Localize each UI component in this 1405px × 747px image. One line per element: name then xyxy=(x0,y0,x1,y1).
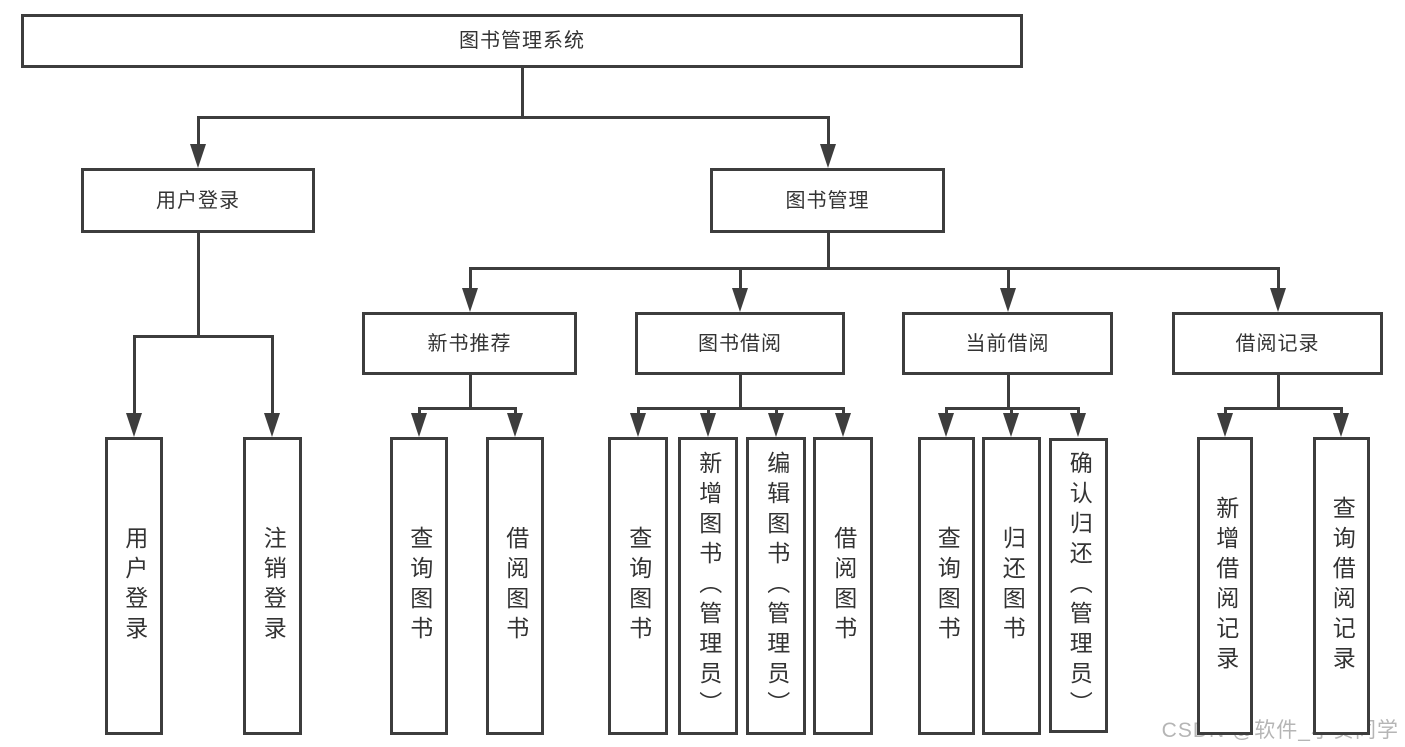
box-root: 图书管理系统 xyxy=(21,14,1023,68)
connector-hline-root-to-level1 xyxy=(196,115,830,119)
arrow-down-icon xyxy=(1000,288,1016,312)
arrow-down-icon xyxy=(126,413,142,437)
arrow-down-icon xyxy=(1070,413,1086,437)
connector-stem-root-to-level1-1 xyxy=(826,117,830,148)
arrow-down-icon xyxy=(1270,288,1286,312)
connector-hline-userlogin-to-leaves xyxy=(132,334,274,338)
connector-stem-currentborrow-to-leaves-2 xyxy=(1076,408,1080,417)
arrow-down-icon xyxy=(938,413,954,437)
arrow-down-icon xyxy=(820,144,836,168)
arrow-down-icon xyxy=(264,413,280,437)
arrow-down-icon xyxy=(768,413,784,437)
box-leaf-borrow-2: 借阅图书 xyxy=(813,437,873,735)
arrow-down-icon xyxy=(1217,413,1233,437)
connector-hline-bookborrow-to-leaves xyxy=(636,406,845,410)
box-leaf-add-book: 新增图书（管理员） xyxy=(678,437,738,735)
box-leaf-borrow-1: 借阅图书 xyxy=(486,437,544,735)
connector-drop-bookmgmt-to-level2 xyxy=(826,233,830,270)
box-current-borrow: 当前借阅 xyxy=(902,312,1113,375)
arrow-down-icon xyxy=(507,413,523,437)
arrow-down-icon xyxy=(732,288,748,312)
arrow-down-icon xyxy=(190,144,206,168)
box-leaf-query-3: 查询图书 xyxy=(918,437,975,735)
connector-drop-userlogin-to-leaves xyxy=(196,233,200,338)
box-leaf-add-rec: 新增借阅记录 xyxy=(1197,437,1253,735)
box-book-mgmt: 图书管理 xyxy=(710,168,945,233)
connector-stem-newbookrec-to-leaves-0 xyxy=(417,408,421,417)
connector-stem-currentborrow-to-leaves-0 xyxy=(944,408,948,417)
connector-stem-bookborrow-to-leaves-3 xyxy=(841,408,845,417)
connector-drop-bookborrow-to-leaves xyxy=(738,375,742,410)
arrow-down-icon xyxy=(630,413,646,437)
connector-hline-bookmgmt-to-level2 xyxy=(468,266,1280,270)
box-leaf-confirm: 确认归还（管理员） xyxy=(1049,438,1108,733)
connector-stem-bookborrow-to-leaves-1 xyxy=(706,408,710,417)
connector-stem-bookborrow-to-leaves-0 xyxy=(636,408,640,417)
box-leaf-query-rec: 查询借阅记录 xyxy=(1313,437,1370,735)
connector-stem-bookmgmt-to-level2-1 xyxy=(738,268,742,292)
connector-stem-borrowrecords-to-leaves-1 xyxy=(1339,408,1343,417)
box-new-book-rec: 新书推荐 xyxy=(362,312,577,375)
box-leaf-user-login: 用户登录 xyxy=(105,437,163,735)
box-leaf-edit-book: 编辑图书（管理员） xyxy=(746,437,806,735)
box-leaf-query-1: 查询图书 xyxy=(390,437,448,735)
connector-stem-bookmgmt-to-level2-2 xyxy=(1006,268,1010,292)
connector-stem-newbookrec-to-leaves-1 xyxy=(513,408,517,417)
box-borrow-records: 借阅记录 xyxy=(1172,312,1383,375)
connector-hline-newbookrec-to-leaves xyxy=(417,406,517,410)
box-user-login: 用户登录 xyxy=(81,168,315,233)
connector-stem-userlogin-to-leaves-0 xyxy=(132,336,136,417)
arrow-down-icon xyxy=(835,413,851,437)
connector-drop-newbookrec-to-leaves xyxy=(468,375,472,410)
connector-stem-root-to-level1-0 xyxy=(196,117,200,148)
arrow-down-icon xyxy=(462,288,478,312)
arrow-down-icon xyxy=(700,413,716,437)
arrow-down-icon xyxy=(411,413,427,437)
connector-stem-borrowrecords-to-leaves-0 xyxy=(1223,408,1227,417)
arrow-down-icon xyxy=(1333,413,1349,437)
connector-drop-currentborrow-to-leaves xyxy=(1006,375,1010,410)
connector-drop-root-to-level1 xyxy=(520,68,524,119)
box-book-borrow: 图书借阅 xyxy=(635,312,845,375)
connector-hline-borrowrecords-to-leaves xyxy=(1223,406,1343,410)
arrow-down-icon xyxy=(1003,413,1019,437)
connector-drop-borrowrecords-to-leaves xyxy=(1276,375,1280,410)
box-leaf-logout: 注销登录 xyxy=(243,437,302,735)
box-leaf-query-2: 查询图书 xyxy=(608,437,668,735)
connector-stem-bookmgmt-to-level2-3 xyxy=(1276,268,1280,292)
connector-stem-userlogin-to-leaves-1 xyxy=(270,336,274,417)
box-leaf-return: 归还图书 xyxy=(982,437,1041,735)
connector-stem-bookborrow-to-leaves-2 xyxy=(774,408,778,417)
connector-stem-currentborrow-to-leaves-1 xyxy=(1009,408,1013,417)
connector-stem-bookmgmt-to-level2-0 xyxy=(468,268,472,292)
